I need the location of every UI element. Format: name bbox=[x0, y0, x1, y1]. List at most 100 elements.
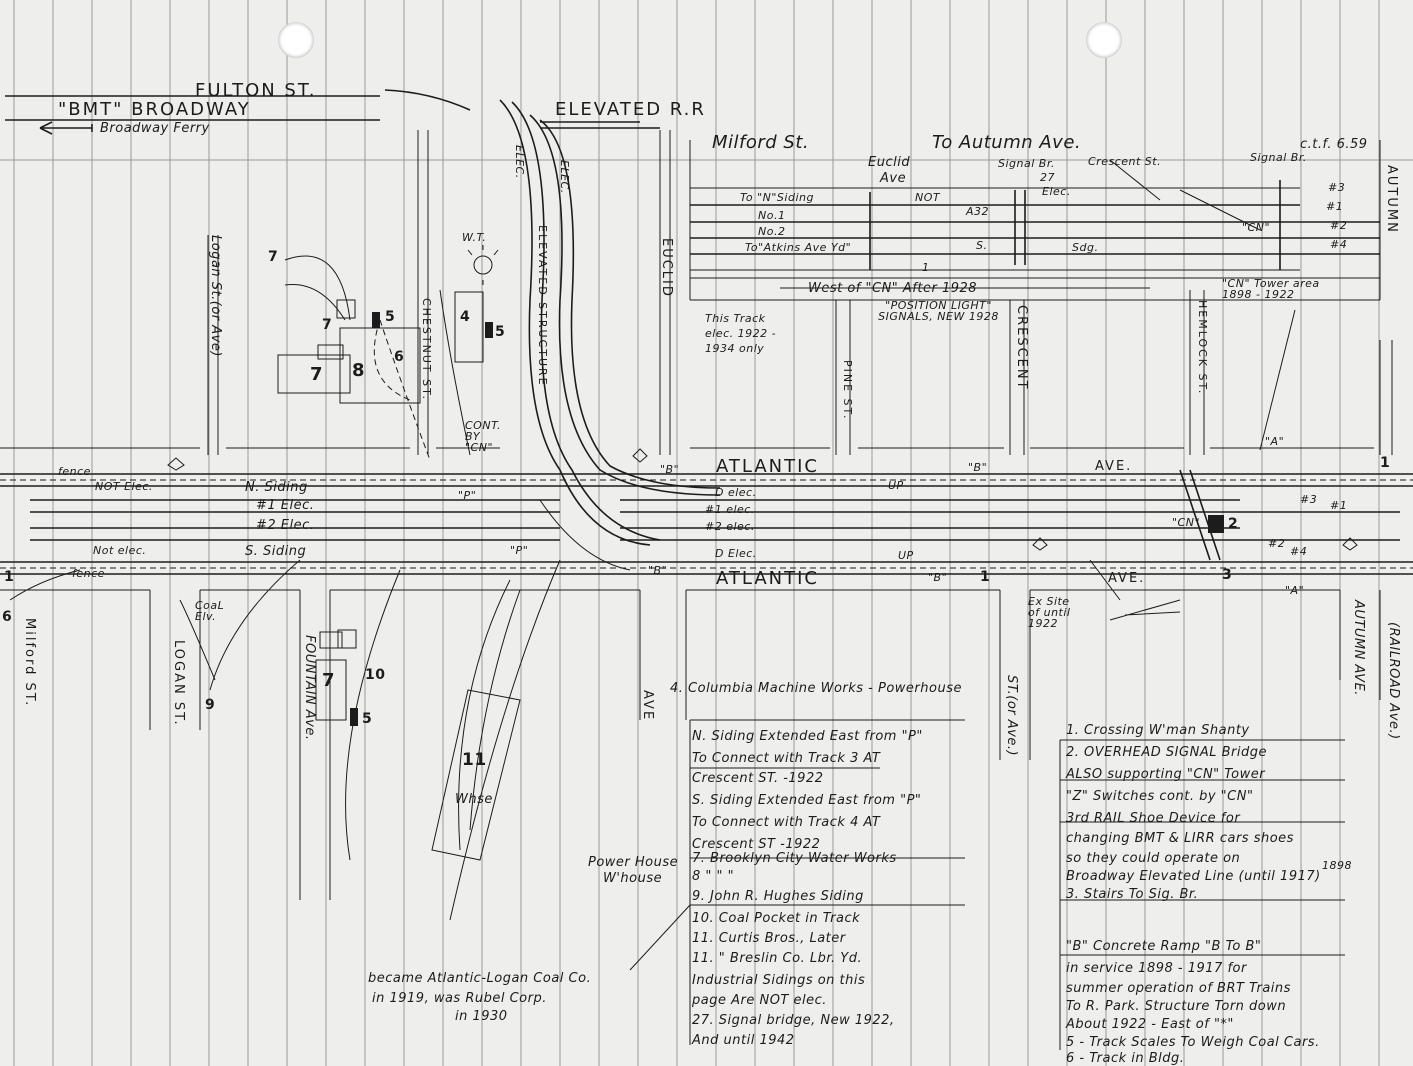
d-elec-south-label: D Elec. bbox=[715, 547, 757, 560]
callout-7d: 7 bbox=[322, 670, 336, 691]
callout-9: 9 bbox=[205, 697, 216, 713]
buildings bbox=[277, 245, 521, 861]
callout-2: 2 bbox=[1228, 516, 1239, 532]
east-track1-label: #1 bbox=[1330, 499, 1348, 512]
sdg-label: Sdg. bbox=[1072, 241, 1099, 254]
atlantic-north-label: ATLANTIC bbox=[716, 456, 820, 477]
legend-n-siding-2: To Connect with Track 3 AT bbox=[692, 751, 881, 766]
signal-bridge-label-2: Signal Br. bbox=[1250, 151, 1307, 164]
signal-markers bbox=[167, 312, 1358, 726]
legend-star-3: so they could operate on bbox=[1066, 851, 1241, 866]
track2-elec-label: #2 Elec. bbox=[256, 518, 315, 533]
west-of-cn-label: West of "CN" After 1928 bbox=[808, 281, 978, 296]
legend-8: 8 " " " bbox=[692, 869, 735, 884]
legend-power-house: Power House bbox=[588, 855, 679, 870]
autumn-ave-bottom-label: AUTUMN AVE. bbox=[1351, 600, 1366, 696]
atlantic-tracks bbox=[0, 469, 1413, 575]
callout-7a: 7 bbox=[322, 317, 333, 333]
not-elec-south-label: Not elec. bbox=[93, 544, 147, 557]
callout-1a: 1 bbox=[1380, 455, 1391, 471]
a32-label: A32 bbox=[966, 205, 990, 218]
east-track4-label: #4 bbox=[1290, 545, 1308, 558]
track1-elec-label: #1 Elec. bbox=[256, 498, 315, 513]
euclid-vertical-label: EUCLID bbox=[659, 238, 674, 298]
legend-b-3: summer operation of BRT Trains bbox=[1066, 981, 1291, 996]
legend-s-siding-2: To Connect with Track 4 AT bbox=[692, 815, 881, 830]
broadway-ferry-label: Broadway Ferry bbox=[100, 121, 210, 136]
legend-1: 1. Crossing W'man Shanty bbox=[1066, 723, 1250, 738]
legend-10: 10. Coal Pocket in Track bbox=[692, 911, 861, 926]
tower-cn-label: "CN" bbox=[1242, 221, 1271, 234]
legend-9: 9. John R. Hughes Siding bbox=[692, 889, 864, 904]
tower-euclid-label: Euclid bbox=[868, 155, 911, 170]
b-marker-3: "B" bbox=[648, 564, 668, 577]
fence-north-label: fence bbox=[58, 465, 91, 478]
callout-4: 4 bbox=[460, 309, 471, 325]
fulton-street-label: FULTON ST. bbox=[195, 80, 317, 101]
elec-vertical-label: ELEC. bbox=[513, 145, 526, 179]
cont-by-cn-label: CONT. BY "CN" bbox=[465, 419, 501, 454]
cn-track-label: "CN" bbox=[1172, 516, 1201, 529]
binder-hole bbox=[278, 22, 314, 58]
legend-2b: ALSO supporting "CN" Tower bbox=[1066, 767, 1266, 782]
ave-north-label: AVE. bbox=[1095, 459, 1133, 474]
to-atkins-label: To"Atkins Ave Yd" bbox=[745, 241, 852, 254]
a-marker-2: "A" bbox=[1285, 584, 1305, 597]
callout-6: 6 bbox=[394, 349, 405, 365]
elevated-curve-fourth bbox=[539, 119, 721, 489]
tower-euclid-ave-label: Ave bbox=[880, 171, 907, 186]
legend-whouse: W'house bbox=[603, 871, 663, 886]
legend-right-rules bbox=[1059, 739, 1345, 1050]
legend-industrial-2: page Are NOT elec. bbox=[692, 993, 827, 1008]
tower-not-label: NOT bbox=[915, 191, 941, 204]
tower-track-layout bbox=[689, 140, 1381, 301]
tower-track2-label: #2 bbox=[1330, 219, 1348, 232]
broadway-el-lines bbox=[5, 89, 660, 129]
binder-hole bbox=[1086, 22, 1122, 58]
fountain-ave-label: FOUNTAIN Ave. bbox=[302, 635, 317, 741]
warehouse-label: Whse bbox=[455, 792, 493, 807]
atlantic-south-label: ATLANTIC bbox=[716, 568, 820, 589]
callout-1b: 1 bbox=[980, 569, 991, 585]
fence-south-label: fence bbox=[72, 567, 105, 580]
legend-mid-rules bbox=[689, 719, 965, 1045]
to-autumn-ave-label: To Autumn Ave. bbox=[932, 132, 1082, 153]
signal-27-elec-label: Elec. bbox=[1042, 185, 1071, 198]
not-elec-north-label: NOT Elec. bbox=[95, 480, 153, 493]
s-siding-label: S. Siding bbox=[245, 544, 307, 559]
elevated-structure-label: ELEVATED STRUCTURE bbox=[536, 225, 549, 387]
st-or-ave-label: ST.(or Ave.) bbox=[1004, 675, 1019, 757]
callout-8: 8 bbox=[352, 360, 366, 381]
logan-street-top-label: Logan St.(or Ave) bbox=[208, 235, 223, 357]
milford-street-bottom-label: Milford ST. bbox=[22, 618, 37, 708]
east-track3-label: #3 bbox=[1300, 493, 1318, 506]
legend-industrial-1: Industrial Sidings on this bbox=[692, 973, 866, 988]
n-siding-label: N. Siding bbox=[245, 480, 308, 495]
elevated-curve-outer bbox=[499, 99, 651, 546]
chestnut-street-label: CHESTNUT ST. bbox=[420, 298, 433, 401]
a-marker-1: "A" bbox=[1265, 435, 1285, 448]
callout-7b: 7 bbox=[310, 364, 324, 385]
d-elec-north-label: D elec. bbox=[715, 486, 757, 499]
legend-b-2: in service 1898 - 1917 for bbox=[1066, 961, 1247, 976]
elec-vertical-label-2: ELEC. bbox=[558, 160, 571, 194]
ferry-arrow bbox=[39, 121, 93, 135]
tower-track1-label: #1 bbox=[1326, 200, 1344, 213]
logan-street-bottom-label: LOGAN ST. bbox=[171, 640, 186, 727]
legend-n-siding-3: Crescent ST. -1922 bbox=[692, 771, 824, 786]
b-marker-1: "B" bbox=[660, 463, 680, 476]
water-tower-label: W.T. bbox=[462, 231, 487, 244]
bmt-broadway-label: "BMT" BROADWAY bbox=[58, 99, 251, 120]
street-blocks-south bbox=[0, 589, 1381, 900]
legend-became-1: became Atlantic-Logan Coal Co. bbox=[368, 971, 592, 986]
pine-street-label: PINE ST. bbox=[841, 360, 854, 421]
tower-track3-label: #3 bbox=[1328, 181, 1346, 194]
legend-b-5: About 1922 - East of "*" bbox=[1066, 1017, 1234, 1032]
crescent-tower-label: Crescent St. bbox=[1088, 155, 1162, 168]
callout-7c: 7 bbox=[268, 249, 279, 265]
callout-5c: 5 bbox=[362, 711, 373, 727]
reference-date: c.t.f. 6.59 bbox=[1300, 137, 1368, 152]
